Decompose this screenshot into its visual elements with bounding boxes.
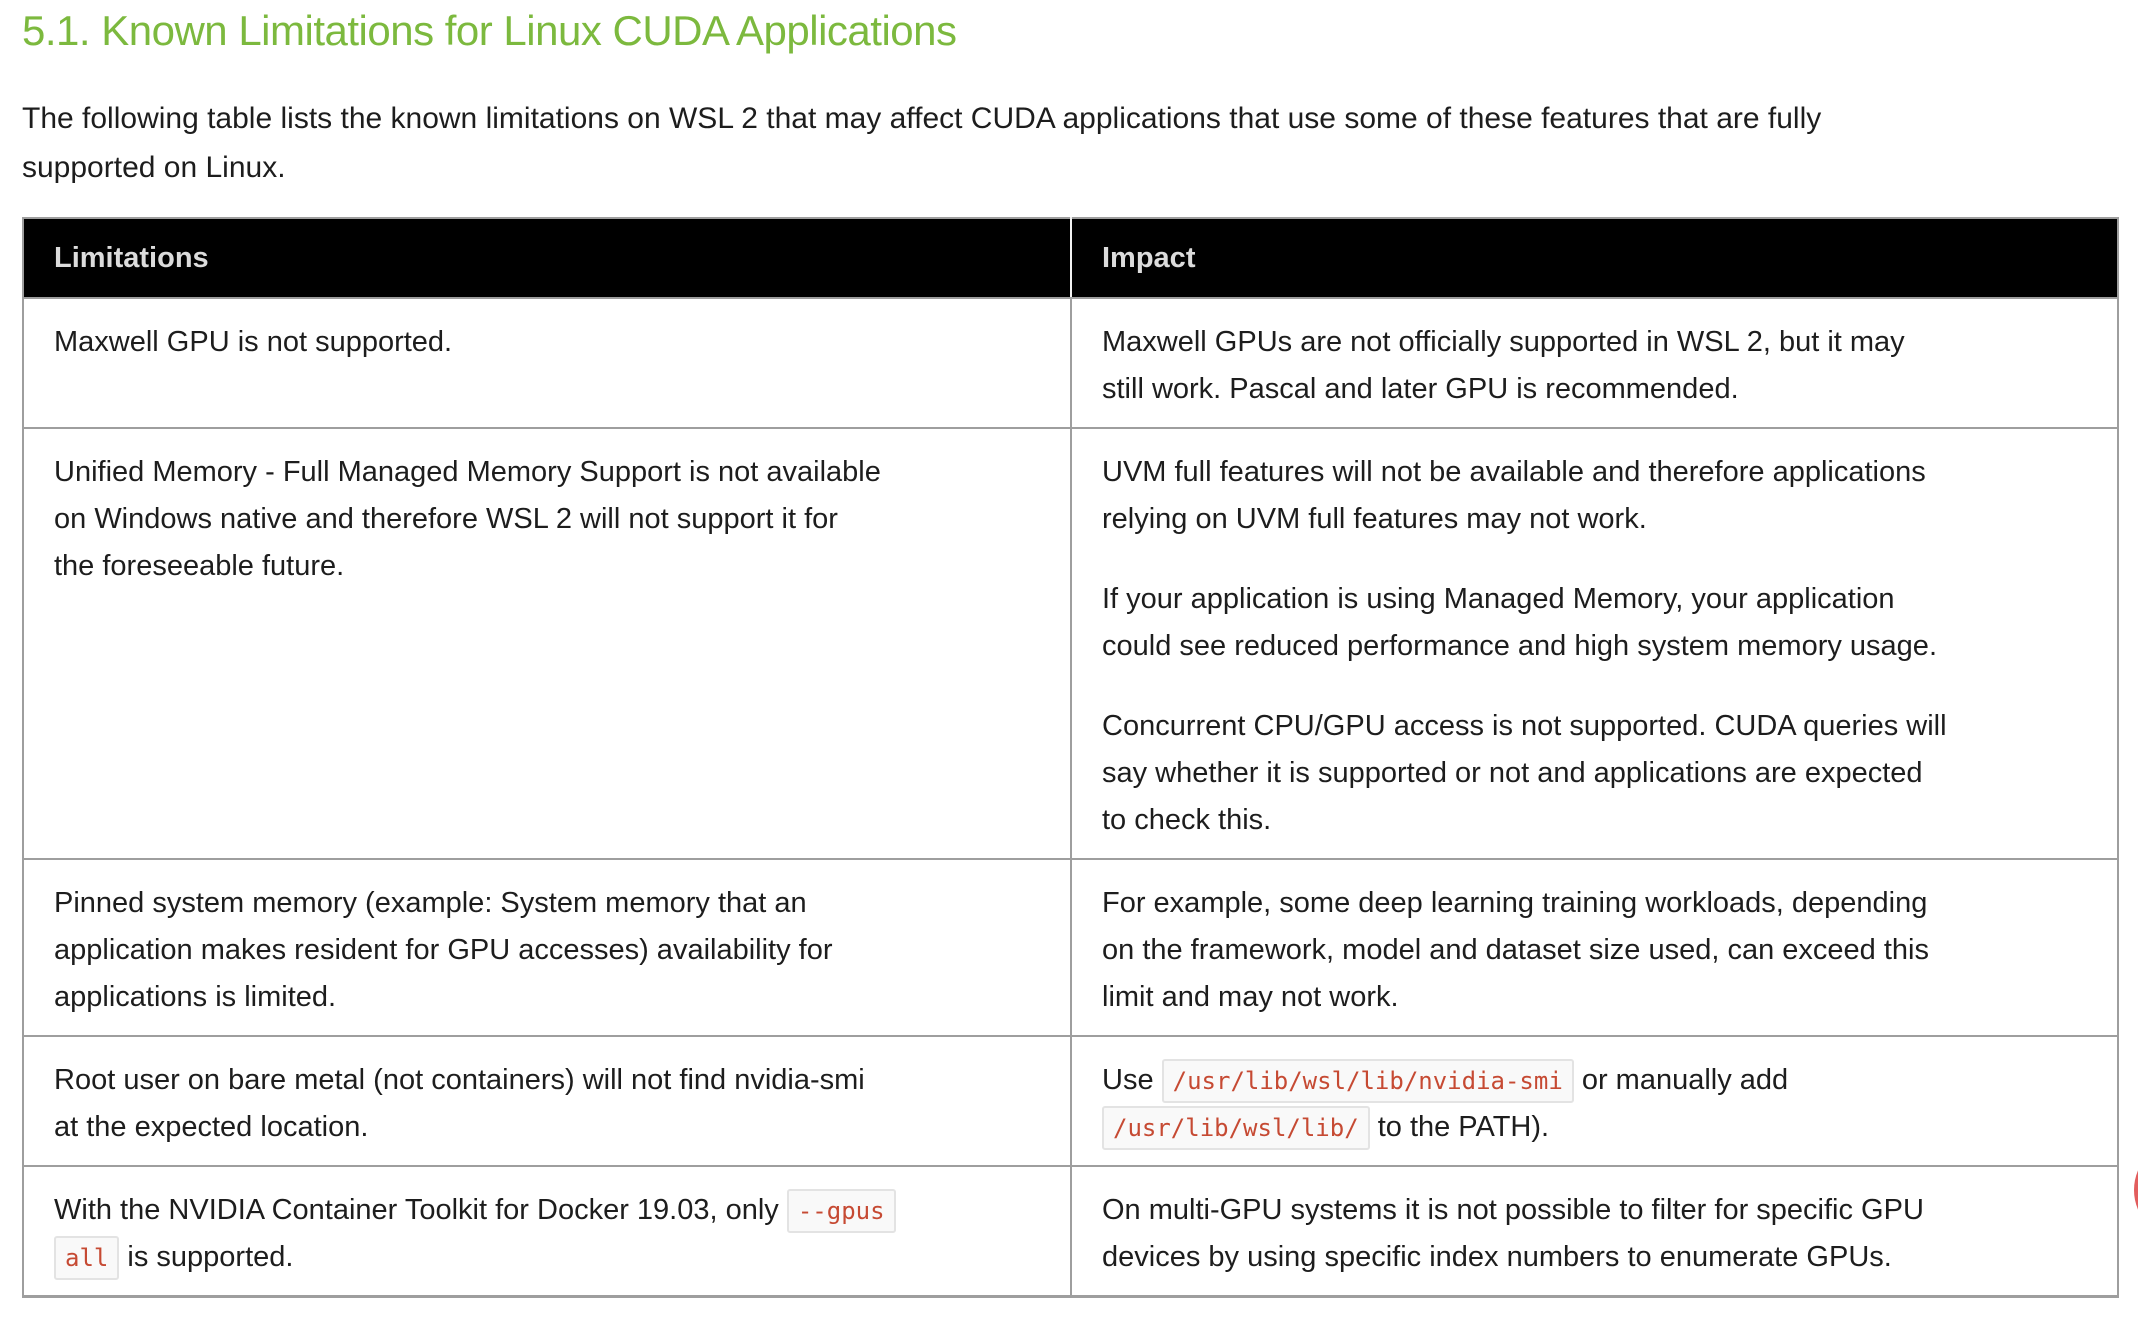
limitation-cell: Root user on bare metal (not containers)… <box>23 1035 1072 1166</box>
column-header-impact: Impact <box>1071 218 2118 299</box>
inline-code: all <box>54 1236 120 1280</box>
limitation-cell: Maxwell GPU is not supported. <box>23 297 1072 428</box>
inline-code: /usr/lib/wsl/lib/ <box>1102 1106 1370 1150</box>
limitations-table: Limitations Impact Maxwell GPU is not su… <box>22 217 2119 1298</box>
table-row: Maxwell GPU is not supported.Maxwell GPU… <box>23 297 2118 428</box>
column-header-limitations: Limitations <box>23 218 1072 299</box>
feedback-button-partial[interactable] <box>2134 1140 2138 1240</box>
impact-cell: UVM full features will not be available … <box>1071 427 2118 859</box>
table-row: With the NVIDIA Container Toolkit for Do… <box>23 1165 2118 1297</box>
limitation-cell: With the NVIDIA Container Toolkit for Do… <box>23 1165 1072 1297</box>
impact-cell: Maxwell GPUs are not officially supporte… <box>1071 297 2118 428</box>
impact-cell: On multi-GPU systems it is not possible … <box>1071 1165 2118 1297</box>
intro-paragraph: The following table lists the known limi… <box>22 102 1822 184</box>
section-heading: 5.1. Known Limitations for Linux CUDA Ap… <box>22 7 957 54</box>
table-row: Root user on bare metal (not containers)… <box>23 1035 2118 1166</box>
table-header-row: Limitations Impact <box>23 218 2118 299</box>
impact-cell: For example, some deep learning training… <box>1071 858 2118 1036</box>
limitation-cell: Pinned system memory (example: System me… <box>23 858 1072 1036</box>
impact-cell: Use /usr/lib/wsl/lib/nvidia-smi or manua… <box>1071 1035 2118 1166</box>
inline-code: /usr/lib/wsl/lib/nvidia-smi <box>1161 1059 1574 1103</box>
table-row: Pinned system memory (example: System me… <box>23 858 2118 1036</box>
limitation-cell: Unified Memory - Full Managed Memory Sup… <box>23 427 1072 859</box>
table-row: Unified Memory - Full Managed Memory Sup… <box>23 427 2118 859</box>
inline-code: --gpus <box>786 1189 896 1233</box>
